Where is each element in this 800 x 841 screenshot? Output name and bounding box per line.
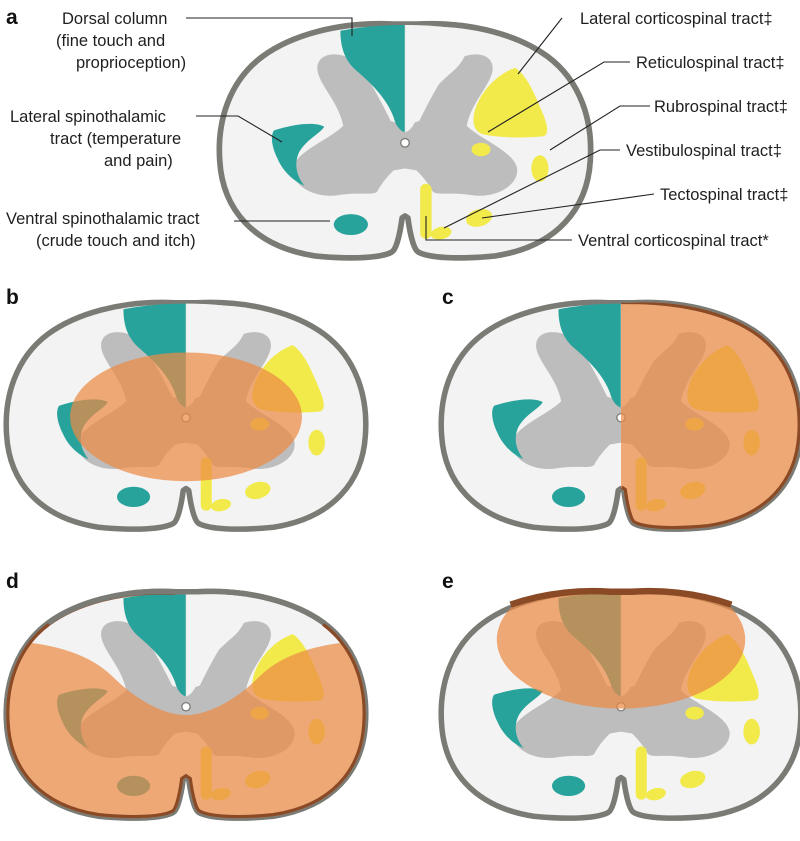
label-dorsal-column-3: proprioception)	[76, 54, 186, 72]
label-ventral-corticospinal: Ventral corticospinal tract*	[578, 232, 769, 250]
label-vestibulospinal: Vestibulospinal tract‡	[626, 142, 782, 160]
label-lateral-corticospinal: Lateral corticospinal tract‡	[580, 10, 773, 28]
panel-a-cord	[219, 24, 590, 258]
label-lateral-spinothalamic-1: Lateral spinothalamic	[10, 108, 166, 126]
panel-letter-d: d	[6, 570, 19, 593]
panel-e-cord	[441, 587, 800, 819]
lesion-anterior	[6, 641, 366, 819]
label-dorsal-column-2: (fine touch and	[56, 32, 165, 50]
lesion-central	[70, 352, 302, 482]
panel-d-cord	[0, 575, 379, 833]
leader-rubrospinal	[549, 105, 650, 151]
lesion-posterior	[496, 591, 746, 709]
label-ventral-spinothalamic-1: Ventral spinothalamic tract	[6, 210, 200, 228]
label-lateral-spinothalamic-2: tract (temperature	[50, 130, 181, 148]
panel-letter-c: c	[442, 286, 454, 309]
panel-c-cord	[441, 286, 800, 544]
label-dorsal-column-1: Dorsal column	[62, 10, 167, 28]
leader-lateral-corticospinal	[517, 17, 563, 75]
label-tectospinal: Tectospinal tract‡	[660, 186, 788, 204]
leader-dorsal-column	[186, 17, 353, 36]
label-ventral-spinothalamic-2: (crude touch and itch)	[36, 232, 196, 250]
leader-lateral-spinothalamic	[196, 115, 283, 143]
label-lateral-spinothalamic-3: and pain)	[104, 152, 173, 170]
label-rubrospinal: Rubrospinal tract‡	[654, 98, 788, 116]
panel-letter-b: b	[6, 286, 19, 309]
leader-vestibulospinal	[443, 149, 620, 229]
leader-tectospinal	[481, 193, 655, 219]
panel-letter-e: e	[442, 570, 454, 593]
label-reticulospinal: Reticulospinal tract‡	[636, 54, 785, 72]
leader-ventral-corticospinal	[425, 216, 572, 241]
lesion-hemisection	[621, 302, 800, 530]
panel-letter-a: a	[6, 6, 18, 29]
panel-b-cord	[6, 302, 366, 529]
leader-reticulospinal	[487, 61, 630, 133]
